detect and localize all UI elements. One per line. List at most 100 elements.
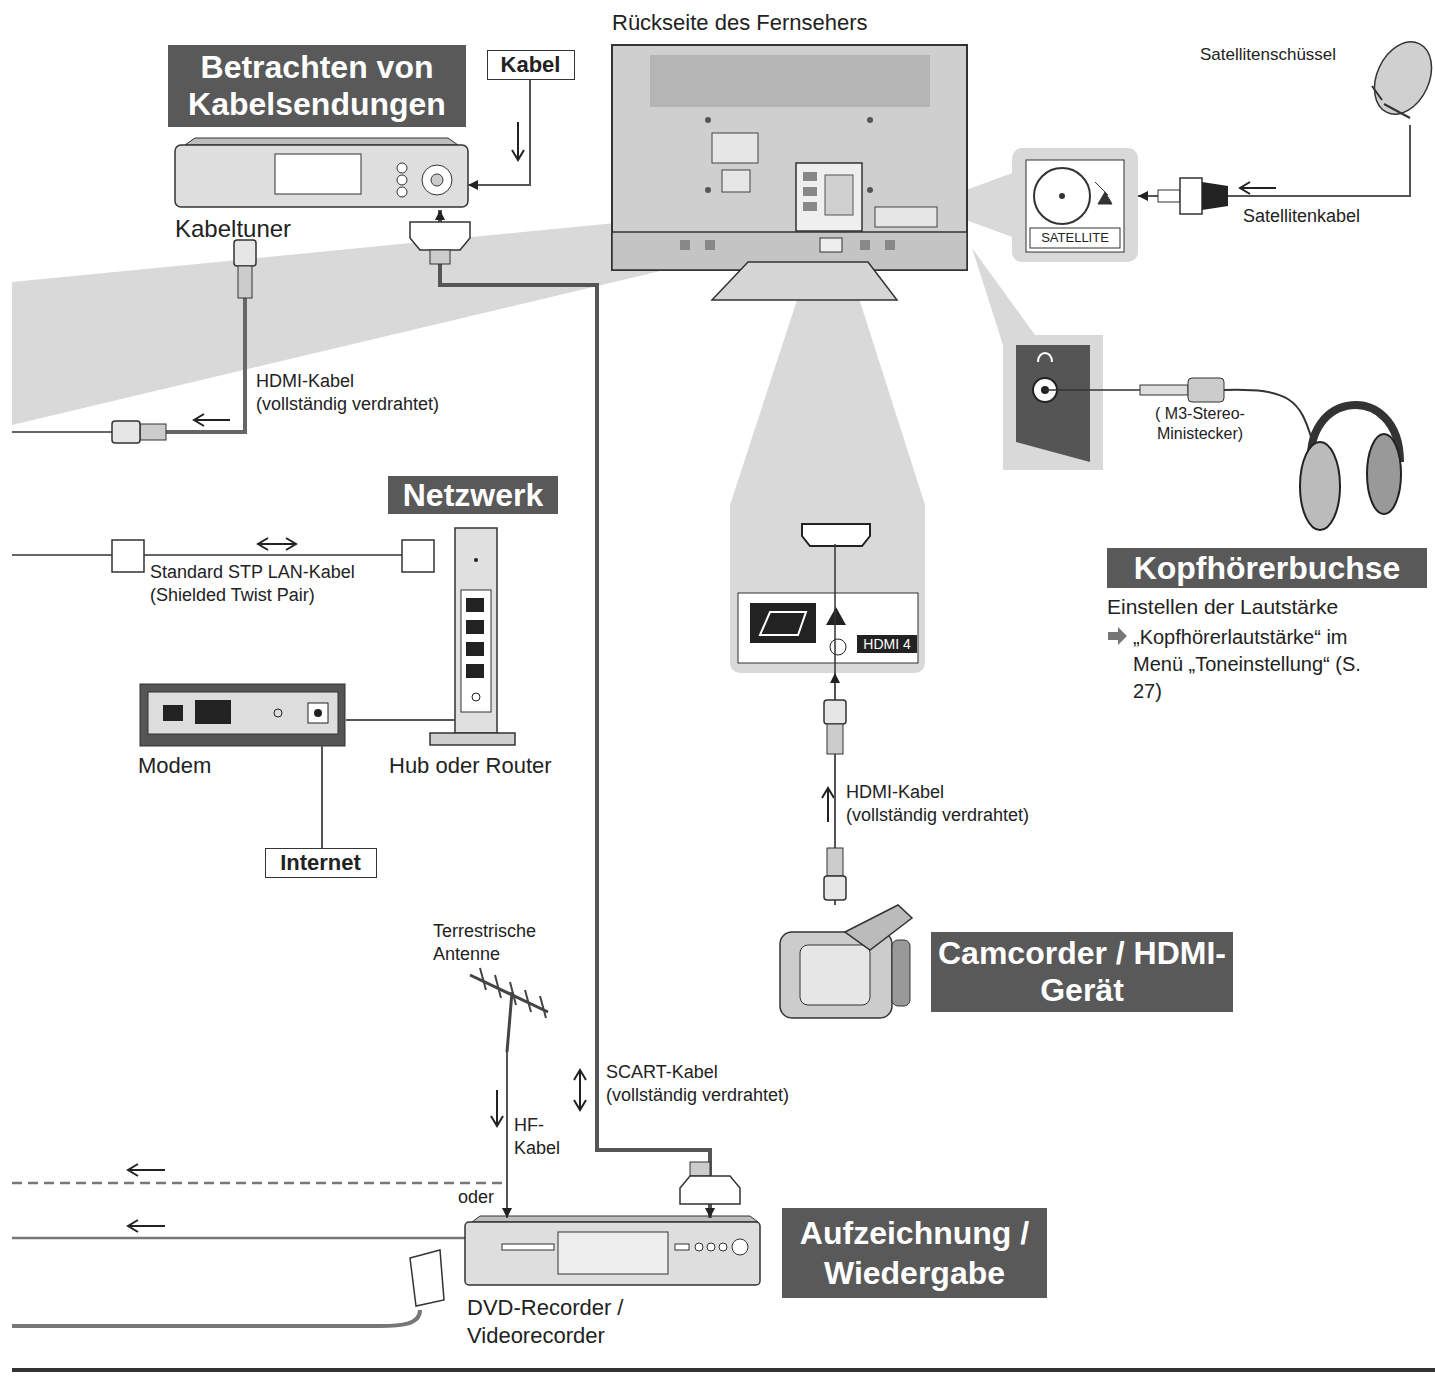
node-label: Terrestrische Antenne — [433, 920, 593, 966]
off-page-line — [12, 1237, 465, 1240]
source-box: Kabel — [487, 50, 575, 80]
page-rule — [12, 1368, 1435, 1372]
source-box: Internet — [265, 848, 377, 878]
heading-band: Aufzeichnung / Wiedergabe — [782, 1208, 1047, 1298]
node-label: Internet — [266, 849, 375, 876]
node-label: DVD-Recorder / Videorecorder — [467, 1294, 687, 1350]
tuner-button — [397, 187, 407, 197]
annotation-text: „Kopfhörerlautstärke“ im Menü „Toneinste… — [1133, 624, 1365, 705]
tuner-device: Kabeltuner — [175, 138, 468, 210]
satellite-port-face — [1026, 160, 1124, 252]
dvd-button — [719, 1243, 727, 1251]
double-arrow — [574, 1070, 586, 1110]
screw — [867, 117, 873, 123]
hdmi-logo-shape — [760, 612, 806, 635]
cable-tuner-body — [175, 145, 468, 207]
hub-port — [466, 620, 484, 634]
headphone-cable — [1045, 389, 1140, 391]
satellite-text-frame — [1030, 228, 1120, 248]
scart-plug-grip — [690, 1162, 710, 1176]
cable-label: SCART-Kabel (vollständig verdrahtet) — [606, 1061, 801, 1107]
scart-plug — [680, 1176, 740, 1204]
hdmi-plug-grip — [238, 266, 252, 298]
dvd-recorder-body — [465, 1222, 760, 1285]
direction-arrow — [822, 788, 834, 822]
satellite-plug — [1202, 182, 1228, 210]
dvd-top — [472, 1216, 758, 1222]
scart-plug — [410, 222, 470, 250]
mini-plug-body — [1188, 378, 1224, 402]
hub-power — [472, 693, 480, 701]
lan-plug — [112, 540, 144, 572]
recorder-device: DVD-Recorder / Videorecorder — [465, 1218, 760, 1288]
node-label: Kabeltuner — [175, 214, 375, 243]
node-label: Kabel — [488, 51, 573, 78]
hdmi-port-face — [738, 593, 918, 663]
annotation-text: Standard STP LAN-Kabel (Shielded Twist P… — [150, 561, 400, 607]
annotation-text: HDMI-Kabel (vollständig verdrahtet) — [256, 370, 446, 416]
hub-body — [455, 528, 497, 733]
modem-port — [195, 700, 231, 724]
cable-connector — [506, 1052, 508, 1218]
cable-label: HF-Kabel — [514, 1114, 564, 1160]
node-label: HDMI 4 — [857, 635, 917, 653]
node-label: SATELLITE — [1030, 230, 1120, 246]
tuner-dpad-center — [431, 174, 443, 186]
satellite-socket-pin — [1059, 193, 1065, 199]
dish-arm — [1372, 86, 1410, 118]
heading-band: Kopfhörerbuchse — [1107, 548, 1427, 588]
cable-connector — [1138, 125, 1410, 196]
satellite-dish — [1363, 33, 1435, 124]
node-label: Camcorder / HDMI-Gerät — [931, 932, 1233, 1012]
camcorder-lens — [892, 940, 910, 1006]
node-label: Netzwerk — [388, 476, 558, 514]
hdmi-port-zoom — [730, 497, 925, 673]
lan-plug — [402, 540, 434, 572]
satellite-socket — [1034, 168, 1090, 224]
scart-plug-grip — [430, 250, 450, 264]
annotation-text: oder — [458, 1186, 508, 1209]
hub-port — [466, 642, 484, 656]
hub-front — [461, 590, 491, 712]
screw — [867, 187, 873, 193]
tv-terminal — [803, 172, 817, 181]
modem-body — [140, 684, 345, 746]
dvd-dial — [732, 1239, 748, 1255]
tv-terminal-panel — [796, 163, 862, 231]
cable-connector — [834, 673, 836, 905]
router-device: Hub oder Router — [455, 528, 497, 745]
tv-terminal — [803, 187, 817, 196]
modem-port — [163, 705, 183, 721]
mini-plug-tip — [1140, 385, 1188, 395]
off-page-dashed-line — [12, 1182, 507, 1185]
hub-port — [466, 598, 484, 612]
tv-back — [612, 45, 967, 270]
hdmi-plug-grip — [140, 424, 166, 440]
direction-arrow — [194, 414, 230, 426]
hub-base — [430, 733, 515, 745]
tuner-dpad — [422, 165, 452, 195]
heading-band: Betrachten von Kabelsendungen — [168, 45, 466, 127]
hdmi-plug — [824, 700, 846, 724]
node-label: Hub oder Router — [389, 752, 589, 779]
reference-arrow — [1108, 627, 1127, 645]
hdmi-cable-off-page — [12, 431, 112, 433]
hub-led — [474, 558, 478, 562]
tv-satellite-socket — [875, 207, 937, 227]
annotation-text: Einstellen der Lautstärke — [1107, 594, 1435, 620]
modem-face — [148, 692, 338, 734]
lan-cable — [12, 554, 402, 556]
modem-power-pin — [314, 709, 322, 717]
cable-connector — [346, 719, 455, 721]
cable-tuner-top — [185, 138, 458, 145]
node-label: Kopfhörerbuchse — [1107, 549, 1427, 587]
tuner-button — [397, 175, 407, 185]
tuner-display — [275, 154, 361, 194]
modem-device: Modem — [138, 684, 346, 746]
headphone-cup — [1300, 442, 1340, 530]
tv-bracket — [722, 170, 750, 192]
screw — [705, 187, 711, 193]
tv-foot-mark — [860, 240, 870, 250]
